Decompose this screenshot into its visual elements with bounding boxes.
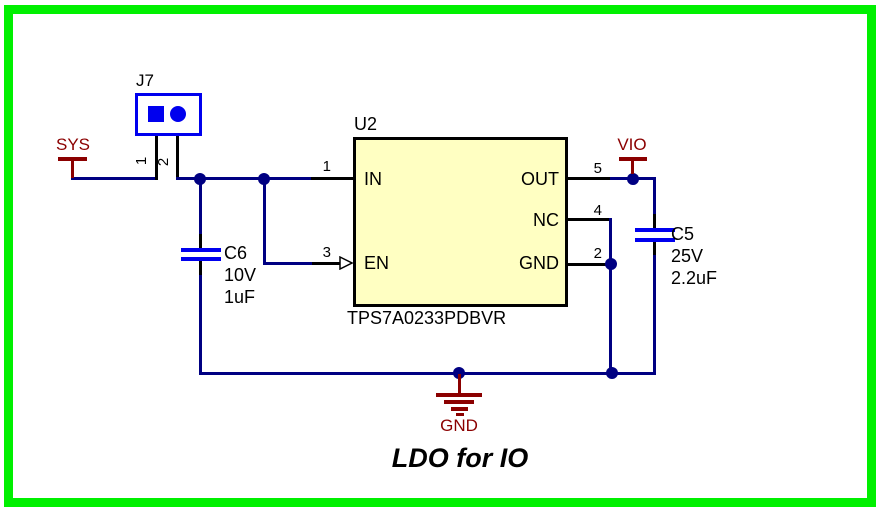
wire-en-horizontal — [263, 262, 313, 265]
pin-number-en: 3 — [322, 244, 331, 261]
ic-body-u2[interactable] — [353, 137, 568, 307]
wire-c5-top — [653, 178, 656, 215]
junction-dot — [627, 173, 639, 185]
capacitor-c5-plate2 — [635, 238, 675, 242]
wire-c6-top — [199, 179, 202, 235]
ic-gnd-pin-stub — [568, 263, 608, 266]
c6-voltage: 10V — [224, 265, 257, 285]
connector-j7[interactable] — [135, 93, 202, 136]
c5-voltage: 25V — [671, 246, 704, 266]
c5-top-stub — [653, 214, 656, 229]
ground-symbol-stem — [458, 374, 461, 394]
junction-dot — [194, 173, 206, 185]
c5-refdes: C5 — [671, 224, 695, 244]
c6-top-stub — [199, 234, 202, 249]
j7-pin2-circle — [170, 106, 186, 122]
wire-sys-to-j7-pin1 — [71, 177, 158, 180]
wire-ground-rail — [199, 372, 656, 375]
junction-dot — [453, 367, 465, 379]
power-port-sys-stem — [71, 160, 74, 178]
ic-en-pin-stub — [312, 262, 342, 265]
wire-c5-to-ground-rail — [653, 255, 656, 375]
power-port-vio-stem — [631, 160, 634, 174]
j7-pin2-stub — [176, 121, 179, 180]
ic-out-pin-stub — [568, 177, 611, 180]
capacitor-c5[interactable] — [635, 228, 675, 232]
ic-nc-pin-stub — [568, 218, 611, 221]
c6-refdes: C6 — [224, 243, 248, 263]
ground-symbol-bar2 — [444, 400, 474, 404]
j7-pin1-number: 1 — [133, 156, 151, 166]
ground-symbol-bar4 — [456, 413, 464, 416]
pin-label-nc: NC — [533, 210, 559, 230]
ic-part-number: TPS7A0233PDBVR — [347, 308, 507, 328]
junction-dot — [605, 258, 617, 270]
c6-bottom-stub — [199, 261, 202, 276]
ic-in-pin-stub — [311, 177, 353, 180]
j7-pin1-square — [148, 106, 164, 122]
capacitor-c6[interactable] — [181, 248, 221, 252]
power-port-vio[interactable] — [619, 157, 647, 161]
wire-nc-to-gnd-pin — [609, 218, 612, 266]
pin-number-gnd: 2 — [593, 245, 602, 262]
junction-dot — [606, 367, 618, 379]
wire-en-vertical — [263, 179, 266, 265]
pin-number-nc: 4 — [593, 202, 602, 219]
power-port-sys[interactable] — [58, 157, 87, 161]
ground-symbol[interactable] — [436, 393, 482, 397]
connector-refdes: J7 — [136, 71, 154, 90]
j7-pin2-number: 2 — [155, 157, 173, 167]
pin-number-out: 5 — [593, 160, 602, 177]
pin-label-gnd: GND — [519, 253, 559, 273]
wire-j7-pin2-to-in — [176, 177, 312, 180]
schematic-title: LDO for IO — [391, 443, 529, 473]
wire-c6-to-ground-rail — [199, 275, 202, 375]
c5-bottom-stub — [653, 242, 656, 256]
j7-pin1-stub — [155, 121, 158, 180]
capacitor-c6-plate2 — [181, 257, 221, 261]
ground-symbol-bar3 — [451, 407, 468, 411]
pin-label-en: EN — [364, 253, 390, 273]
ic-refdes: U2 — [354, 114, 378, 134]
junction-dot — [258, 173, 270, 185]
pin-number-in: 1 — [322, 158, 331, 175]
wire-gnd-pin-to-rail — [609, 263, 612, 375]
en-input-triangle-icon — [339, 256, 353, 270]
power-port-gnd-label: GND — [440, 416, 478, 435]
c5-value: 2.2uF — [671, 268, 718, 288]
power-port-sys-label: SYS — [55, 135, 91, 154]
c6-value: 1uF — [224, 287, 256, 307]
pin-label-out: OUT — [521, 169, 559, 189]
pin-label-in: IN — [364, 169, 382, 189]
power-port-vio-label: VIO — [617, 135, 647, 154]
